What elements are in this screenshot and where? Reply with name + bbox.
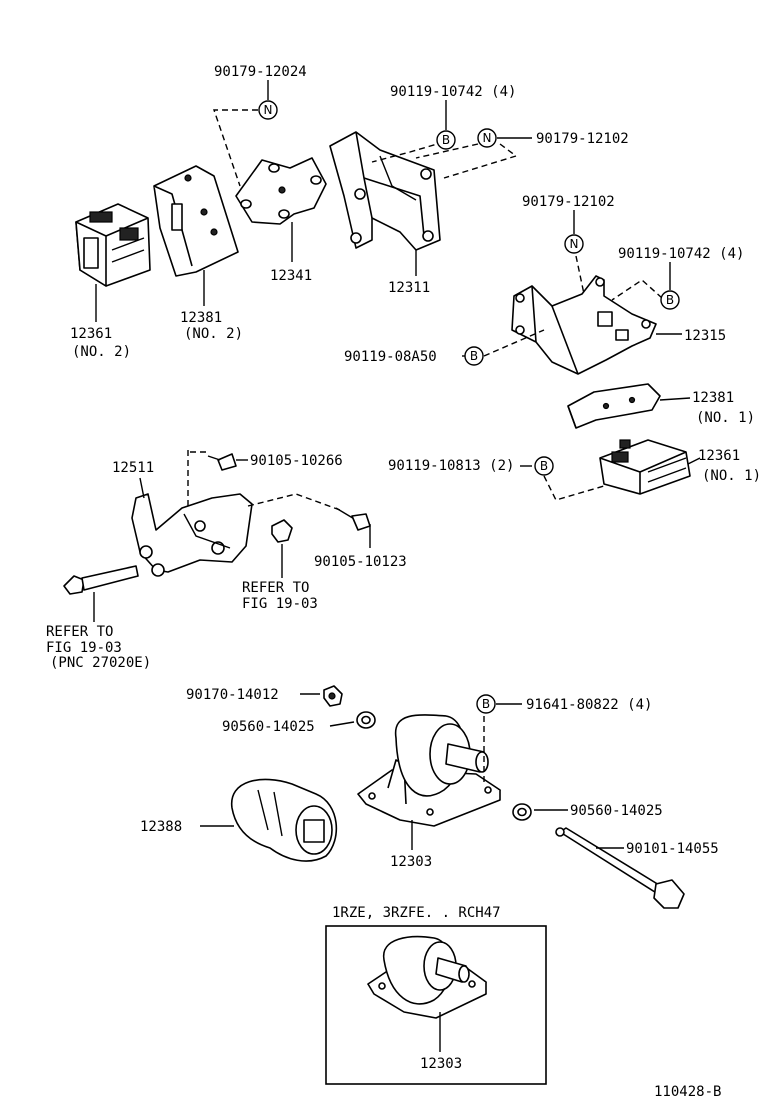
label-90179-12102-mid: 90179-12102 xyxy=(522,194,615,210)
label-12511: 12511 xyxy=(112,460,154,476)
marker-n-top: N xyxy=(258,100,278,120)
label-90560-14025-b: 90560-14025 xyxy=(570,803,663,819)
label-12381-no2: 12381 xyxy=(180,310,222,326)
nut-90170-14012 xyxy=(323,685,343,707)
label-12361-no2-sub: (NO. 2) xyxy=(72,344,131,360)
label-12315: 12315 xyxy=(684,328,726,344)
washer-90560-14025-b xyxy=(512,803,532,821)
svg-text:B: B xyxy=(666,293,674,307)
label-90119-10813: 90119-10813 (2) xyxy=(388,458,514,474)
bolt-90105-10123 xyxy=(335,507,371,531)
label-90170-14012: 90170-14012 xyxy=(186,687,279,703)
label-12341: 12341 xyxy=(270,268,312,284)
label-90179-12024: 90179-12024 xyxy=(214,64,307,80)
label-91641-80822: 91641-80822 (4) xyxy=(526,697,652,713)
label-refer2-c: (PNC 27020E) xyxy=(50,655,151,671)
label-90105-10123: 90105-10123 xyxy=(314,554,407,570)
marker-b-top: B xyxy=(436,130,456,150)
label-90105-10266: 90105-10266 xyxy=(250,453,343,469)
label-12303-box: 12303 xyxy=(420,1056,462,1072)
label-90560-14025-a: 90560-14025 xyxy=(222,719,315,735)
svg-text:N: N xyxy=(264,103,273,117)
label-box-title: 1RZE, 3RZFE. . RCH47 xyxy=(332,905,501,921)
svg-text:N: N xyxy=(483,131,492,145)
label-refer1-b: FIG 19-03 xyxy=(242,596,318,612)
svg-text:B: B xyxy=(540,459,548,473)
label-12303-main: 12303 xyxy=(390,854,432,870)
marker-n-mid: N xyxy=(564,234,584,254)
washer-90560-14025-a xyxy=(356,711,376,729)
marker-b-08a50: B xyxy=(464,346,484,366)
marker-n-top-right: N xyxy=(477,128,497,148)
part-12341 xyxy=(235,157,327,225)
svg-text:B: B xyxy=(442,133,450,147)
figure-id: 110428-B xyxy=(654,1084,721,1100)
alt-variant-box xyxy=(325,925,547,1085)
svg-text:B: B xyxy=(482,697,490,711)
label-90119-10742-top: 90119-10742 (4) xyxy=(390,84,516,100)
svg-text:B: B xyxy=(470,349,478,363)
label-12361-no2: 12361 xyxy=(70,326,112,342)
bolt-90101-14055 xyxy=(555,827,685,909)
label-90119-08a50: 90119-08A50 xyxy=(344,349,437,365)
label-90119-10742-mid: 90119-10742 (4) xyxy=(618,246,744,262)
label-12311: 12311 xyxy=(388,280,430,296)
part-12361-no2 xyxy=(75,203,151,287)
part-12511 xyxy=(131,493,253,577)
label-90101-14055: 90101-14055 xyxy=(626,841,719,857)
svg-text:N: N xyxy=(570,237,579,251)
label-12388: 12388 xyxy=(140,819,182,835)
label-90179-12102-top: 90179-12102 xyxy=(536,131,629,147)
part-12311 xyxy=(329,131,441,251)
bolt-90105-10266 xyxy=(207,453,237,471)
long-bolt-refer xyxy=(63,565,139,595)
part-12388 xyxy=(231,778,338,862)
label-refer1-a: REFER TO xyxy=(242,580,309,596)
label-refer2-b: FIG 19-03 xyxy=(46,640,122,656)
marker-b-mid: B xyxy=(660,290,680,310)
label-12381-no1-sub: (NO. 1) xyxy=(696,410,755,426)
label-12361-no1-sub: (NO. 1) xyxy=(702,468,760,484)
label-12381-no2-sub: (NO. 2) xyxy=(184,326,243,342)
nut-refer xyxy=(271,519,293,543)
marker-b-10813: B xyxy=(534,456,554,476)
label-12381-no1: 12381 xyxy=(692,390,734,406)
part-12315 xyxy=(511,275,657,375)
part-12381-no1 xyxy=(567,383,661,429)
part-12361-no1 xyxy=(599,439,691,495)
part-12303-main xyxy=(357,714,501,827)
label-12361-no1: 12361 xyxy=(698,448,740,464)
label-refer2-a: REFER TO xyxy=(46,624,113,640)
marker-b-80822: B xyxy=(476,694,496,714)
part-12381-no2 xyxy=(153,165,239,277)
